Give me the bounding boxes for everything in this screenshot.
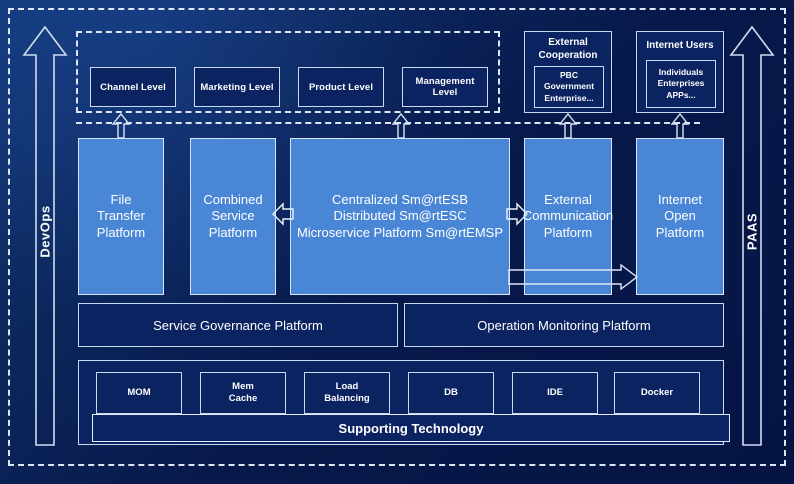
level-label: Product Level bbox=[308, 81, 374, 93]
external-cooperation-inner: PBC Government Enterprise... bbox=[534, 66, 604, 108]
internet-users-inner: Individuals Enterprises APPs... bbox=[646, 60, 716, 108]
external-cooperation-group[interactable]: External Cooperation PBC Government Ente… bbox=[524, 31, 612, 113]
up-arrow-integration bbox=[391, 113, 411, 139]
tech-chip-mom[interactable]: MOM bbox=[96, 372, 182, 414]
internet-users-group[interactable]: Internet Users Individuals Enterprises A… bbox=[636, 31, 724, 113]
paas-label: PAAS bbox=[744, 212, 760, 251]
right-arrow-integration-to-external bbox=[506, 201, 528, 227]
level-box-marketing[interactable]: Marketing Level bbox=[194, 67, 280, 107]
up-arrow-internet-open bbox=[670, 113, 690, 139]
level-label: Marketing Level bbox=[200, 81, 274, 93]
level-box-channel[interactable]: Channel Level bbox=[90, 67, 176, 107]
level-label: Management Level bbox=[415, 76, 475, 98]
tech-chip-docker[interactable]: Docker bbox=[614, 372, 700, 414]
bar-label: Operation Monitoring Platform bbox=[477, 317, 651, 333]
outer-boundary-frame bbox=[8, 8, 786, 466]
tech-chip-ide[interactable]: IDE bbox=[512, 372, 598, 414]
tech-label: DB bbox=[444, 386, 458, 398]
level-box-product[interactable]: Product Level bbox=[298, 67, 384, 107]
tech-label: MOM bbox=[127, 386, 151, 398]
level-label: Channel Level bbox=[100, 81, 166, 93]
tech-label: IDE bbox=[547, 386, 563, 398]
supporting-technology-label: Supporting Technology bbox=[338, 420, 484, 436]
bar-label: Service Governance Platform bbox=[153, 317, 323, 333]
tech-chip-db[interactable]: DB bbox=[408, 372, 494, 414]
up-arrow-file-transfer bbox=[111, 113, 131, 139]
business-levels-group bbox=[76, 31, 500, 113]
supporting-technology-bar[interactable]: Supporting Technology bbox=[92, 414, 730, 442]
external-cooperation-title: External Cooperation bbox=[538, 37, 598, 61]
bar-operation-monitoring-platform[interactable]: Operation Monitoring Platform bbox=[404, 303, 724, 347]
level-box-management[interactable]: Management Level bbox=[402, 67, 488, 107]
devops-arrow bbox=[22, 24, 68, 448]
internet-users-title: Internet Users bbox=[646, 40, 714, 51]
up-arrow-external-communication bbox=[558, 113, 578, 139]
bar-service-governance-platform[interactable]: Service Governance Platform bbox=[78, 303, 398, 347]
layer-separator-dashed-line bbox=[76, 122, 700, 124]
paas-arrow bbox=[729, 24, 775, 448]
devops-label: DevOps bbox=[37, 205, 53, 258]
long-arrow-integration-to-internet-open bbox=[508, 264, 638, 290]
tech-label: Docker bbox=[640, 386, 674, 398]
left-arrow-combined-to-integration bbox=[272, 201, 294, 227]
